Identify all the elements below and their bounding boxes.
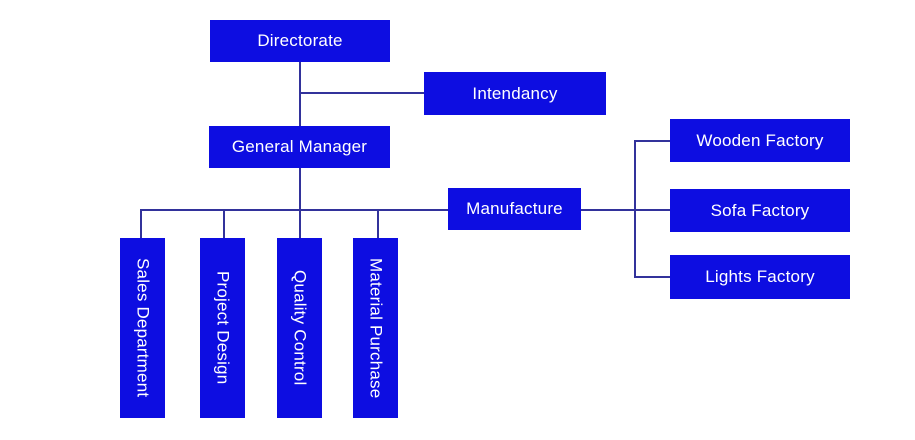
edge-directorate-intendancy — [299, 92, 425, 94]
edge-branch-wooden-factory — [634, 140, 670, 142]
edge-drop-project-design — [223, 209, 225, 238]
edge-drop-sales-department — [140, 209, 142, 238]
node-sofa-factory: Sofa Factory — [670, 189, 850, 232]
node-directorate: Directorate — [210, 20, 390, 62]
node-intendancy: Intendancy — [424, 72, 606, 115]
node-manufacture: Manufacture — [448, 188, 581, 230]
edge-row-to-manufacture — [140, 209, 448, 211]
edge-factory-spine — [634, 140, 636, 278]
edge-general-manager-row — [299, 168, 301, 238]
edge-drop-material-purchase — [377, 209, 379, 238]
node-project-design: Project Design — [200, 238, 245, 418]
node-material-purchase: Material Purchase — [353, 238, 398, 418]
edge-manufacture-sofa-factory — [581, 209, 670, 211]
edge-branch-lights-factory — [634, 276, 670, 278]
edge-directorate-general-manager — [299, 62, 301, 126]
node-quality-control: Quality Control — [277, 238, 322, 418]
node-wooden-factory: Wooden Factory — [670, 119, 850, 162]
node-general-manager: General Manager — [209, 126, 390, 168]
node-lights-factory: Lights Factory — [670, 255, 850, 299]
node-sales-department: Sales Department — [120, 238, 165, 418]
